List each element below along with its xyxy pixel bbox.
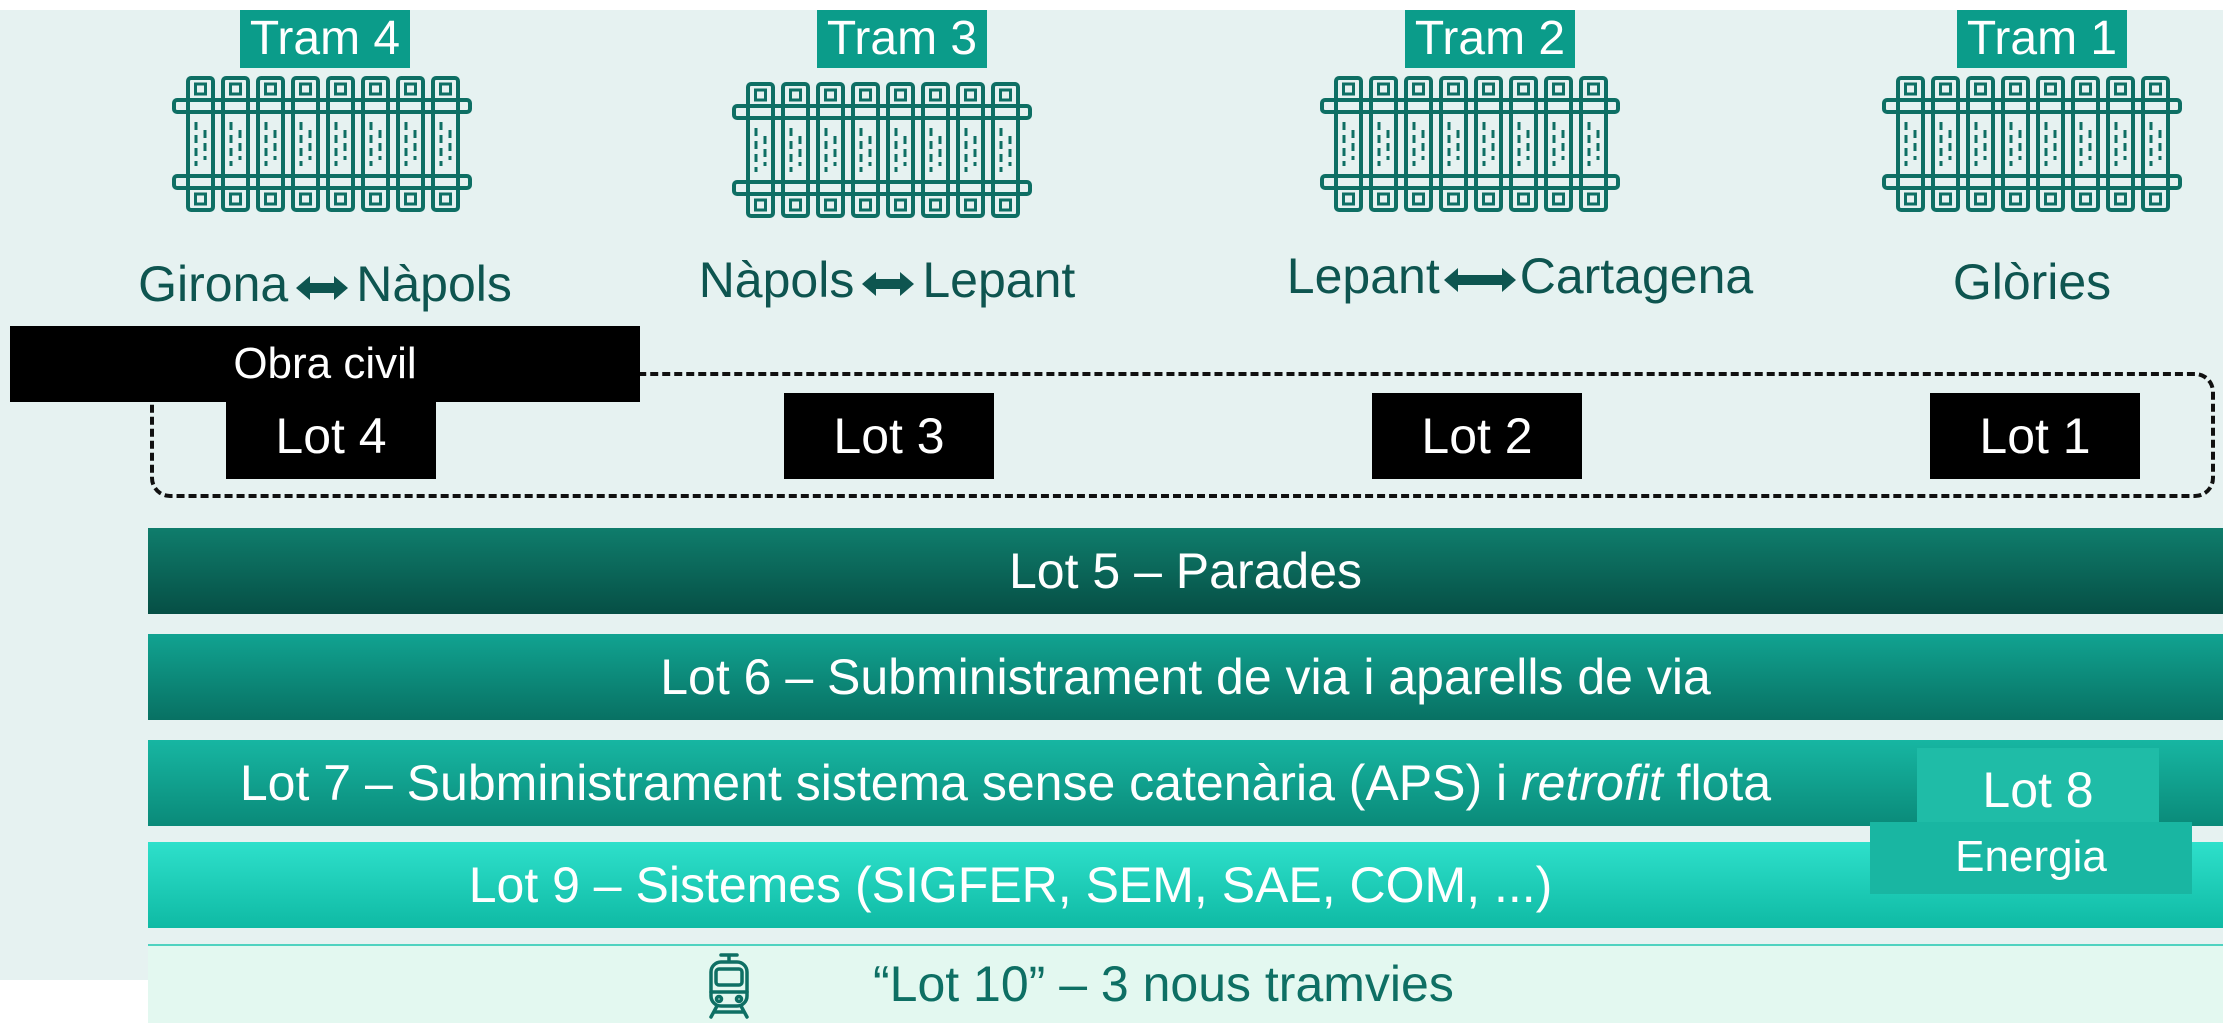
lot-10-text: “Lot 10” – 3 nous tramvies xyxy=(873,956,1454,1012)
section-lepant-cartagena: Lepant Cartagena xyxy=(1220,244,1820,308)
lot-8-box: Lot 8 xyxy=(1917,748,2159,828)
lot-7-prefix: Lot 7 – Subministrament sistema sense ca… xyxy=(239,755,1522,811)
double-arrow-icon xyxy=(1443,267,1516,292)
lot-7-suffix: flota xyxy=(1662,755,1772,811)
lot-5-band: Lot 5 – Parades xyxy=(148,528,2223,614)
section-napols-lepant: Nàpols Lepant xyxy=(627,248,1147,312)
section-name: Glòries xyxy=(1952,254,2112,310)
lot-9-text: Lot 9 – Sistemes (SIGFER, SEM, SAE, COM,… xyxy=(468,857,1553,913)
double-arrow-icon xyxy=(296,275,349,300)
lot-7-text: Lot 7 – Subministrament sistema sense ca… xyxy=(148,740,1863,826)
lot-7-band: Lot 7 – Subministrament sistema sense ca… xyxy=(148,740,2223,826)
lot-4-box: Lot 4 xyxy=(226,393,436,479)
civil-works-group xyxy=(150,372,2215,498)
section-from: Nàpols xyxy=(698,252,855,308)
lot-10-band: “Lot 10” – 3 nous tramvies xyxy=(148,944,2223,1023)
double-arrow-icon xyxy=(862,271,915,296)
lot-7-italic: retrofit xyxy=(1521,755,1663,811)
tram-3-label: Tram 3 xyxy=(817,10,987,68)
section-glories: Glòries xyxy=(1772,250,2223,314)
obra-civil-label: Obra civil xyxy=(10,326,640,402)
railway-track-icon xyxy=(1320,76,1620,212)
lot-3-box: Lot 3 xyxy=(784,393,994,479)
section-to: Cartagena xyxy=(1519,248,1754,304)
tram-2-label: Tram 2 xyxy=(1405,10,1575,68)
energia-box: Energia xyxy=(1870,822,2192,894)
railway-track-icon xyxy=(1882,76,2182,212)
railway-track-icon xyxy=(172,76,472,212)
section-from: Lepant xyxy=(1286,248,1440,304)
section-to: Nàpols xyxy=(356,256,512,312)
railway-track-icon xyxy=(732,82,1032,218)
lot-2-box: Lot 2 xyxy=(1372,393,1582,479)
tram-icon xyxy=(709,953,749,1019)
tram-1-label: Tram 1 xyxy=(1957,10,2127,68)
lot-6-band: Lot 6 – Subministrament de via i aparell… xyxy=(148,634,2223,720)
lot-1-box: Lot 1 xyxy=(1930,393,2140,479)
section-from: Girona xyxy=(138,256,289,312)
section-girona-napols: Girona Nàpols xyxy=(65,252,585,316)
section-to: Lepant xyxy=(922,252,1076,308)
tram-4-label: Tram 4 xyxy=(240,10,410,68)
